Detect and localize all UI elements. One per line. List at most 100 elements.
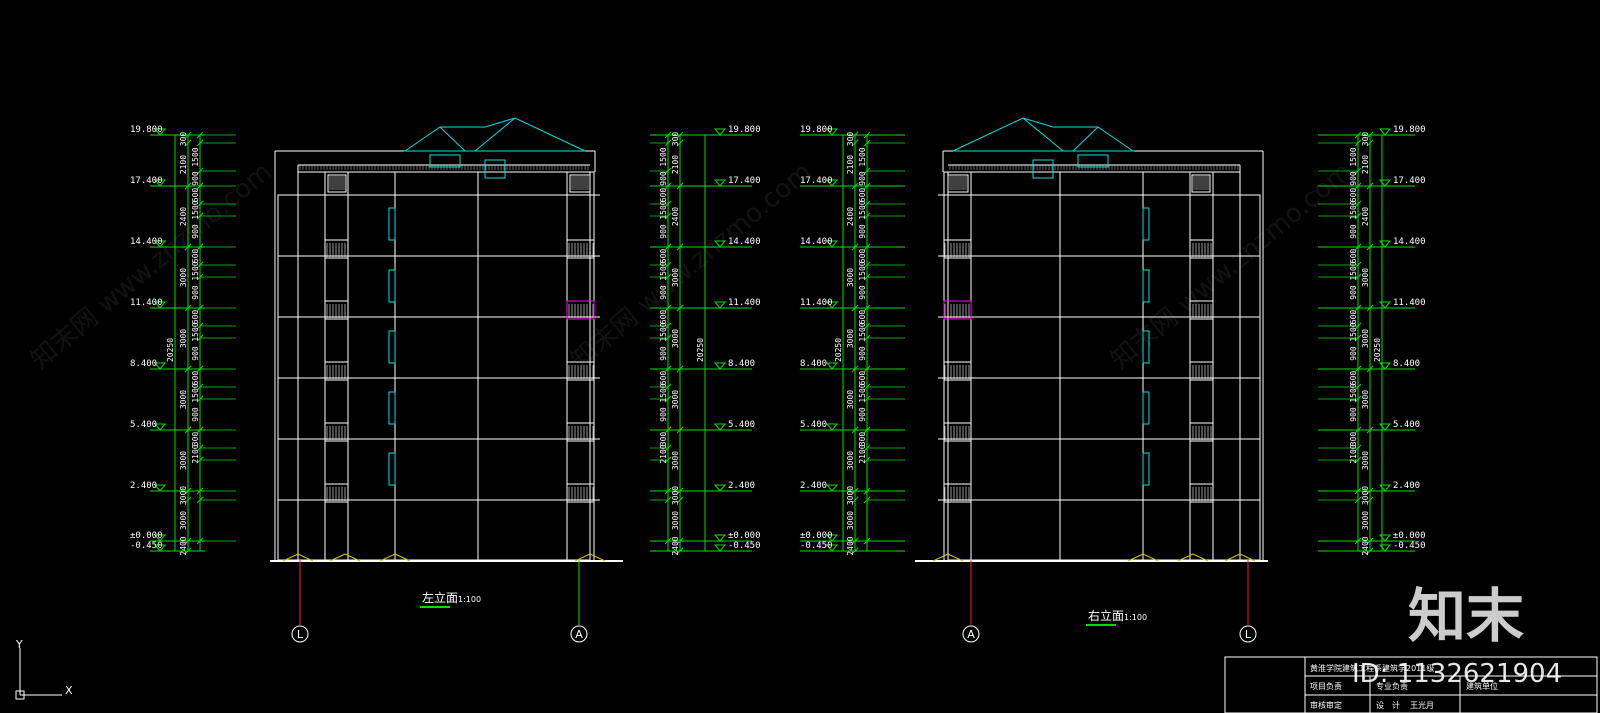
- dimension-text: 900: [191, 346, 200, 361]
- balcony: [324, 300, 349, 320]
- level-symbol: [713, 240, 727, 248]
- dimension-text: 300: [671, 132, 680, 147]
- dimension-text: 900: [1349, 285, 1358, 300]
- elevation-label: 5.400: [800, 420, 827, 430]
- dimension-text: 600: [659, 310, 668, 325]
- watermark-text: 知末网 www.znzmo.com: [565, 157, 817, 376]
- level-symbol: [153, 128, 167, 136]
- level-symbol: [1378, 301, 1392, 309]
- balcony: [566, 239, 595, 259]
- dimension-text: 3000: [1361, 390, 1370, 409]
- dimension-text: 1500: [191, 147, 200, 166]
- balcony: [1189, 361, 1214, 381]
- elevation-dimension-block: 19.80017.40014.40011.4008.4005.4002.400±…: [800, 125, 905, 556]
- dimension-text: 600: [1349, 371, 1358, 386]
- level-symbol: [713, 301, 727, 309]
- dimension-text: 3000: [179, 451, 188, 470]
- dimension-text: 900: [858, 171, 867, 186]
- balcony: [324, 239, 349, 259]
- footing-hatch: [379, 553, 396, 562]
- dimension-text: 3000: [179, 486, 188, 505]
- level-symbol: [153, 534, 167, 542]
- dimension-text: 900: [1349, 171, 1358, 186]
- dimension-text: 300: [1361, 132, 1370, 147]
- dimension-text: 1500: [1349, 261, 1358, 280]
- balcony: [566, 483, 595, 503]
- view-scale-text: 1:100: [458, 595, 481, 604]
- elevation-label: 11.400: [800, 298, 833, 308]
- window: [388, 330, 396, 364]
- dimension-text: 600: [659, 249, 668, 264]
- footing-hatch: [329, 553, 346, 562]
- dormer-window: [484, 159, 506, 179]
- footing-hatch: [574, 553, 591, 562]
- axis-marker: L: [291, 560, 309, 643]
- level-symbol: [1378, 179, 1392, 187]
- dimension-text: 3000: [1361, 451, 1370, 470]
- dimension-text: 300: [858, 432, 867, 447]
- elevation-label: 11.400: [130, 298, 163, 308]
- dimension-text: 2400: [671, 536, 680, 555]
- elevation-label: 14.400: [130, 237, 163, 247]
- level-symbol: [153, 423, 167, 431]
- window: [388, 207, 396, 241]
- footing-hatch: [1192, 553, 1209, 562]
- window: [1142, 391, 1150, 425]
- dimension-text: 1500: [858, 261, 867, 280]
- footing-hatch: [947, 553, 964, 562]
- balcony: [943, 300, 972, 320]
- elevation-label: -0.450: [728, 541, 761, 551]
- dimension-text: 300: [191, 432, 200, 447]
- building-elevation: [270, 117, 623, 562]
- elevation-dimension-block: 19.80017.40014.40011.4008.4005.4002.400±…: [1318, 125, 1426, 556]
- dimension-text: 600: [1349, 249, 1358, 264]
- dimension-text: 900: [659, 224, 668, 239]
- view-title-right: 右立面 1:100: [1086, 608, 1147, 626]
- elevation-label: 17.400: [130, 176, 163, 186]
- level-symbol: [153, 240, 167, 248]
- level-symbol: [1378, 484, 1392, 492]
- dimension-text: 900: [858, 407, 867, 422]
- dimension-text: 1500: [659, 261, 668, 280]
- level-symbol: [825, 423, 839, 431]
- level-symbol: [825, 362, 839, 370]
- total-height-text: 20250: [166, 338, 175, 362]
- dimension-text: 300: [659, 432, 668, 447]
- dimension-text: 1500: [659, 200, 668, 219]
- logo-watermark: 知末: [1408, 582, 1524, 650]
- elevation-label: 8.400: [130, 359, 157, 369]
- axis-marker: A: [570, 560, 588, 643]
- elevation-label: -0.450: [130, 541, 163, 551]
- dimension-text: 600: [191, 310, 200, 325]
- dimension-text: 3000: [671, 329, 680, 348]
- dimension-text: 2100: [846, 155, 855, 174]
- dimension-text: 1500: [191, 261, 200, 280]
- elevation-dimension-block: 19.80017.40014.40011.4008.4005.4002.400±…: [650, 125, 761, 556]
- footing-hatch: [282, 553, 299, 562]
- balcony: [324, 361, 349, 381]
- svg-text:建筑单位: 建筑单位: [1466, 681, 1498, 691]
- elevation-label: ±0.000: [728, 531, 761, 541]
- level-symbol: [825, 301, 839, 309]
- dimension-text: 3000: [846, 451, 855, 470]
- level-symbol: [153, 484, 167, 492]
- dimension-text: 300: [179, 132, 188, 147]
- svg-text:设: 设: [1376, 700, 1384, 710]
- elevation-label: 19.800: [800, 125, 833, 135]
- window: [388, 452, 396, 486]
- elevation-label: 11.400: [1393, 298, 1426, 308]
- dimension-text: 2100: [858, 444, 867, 463]
- dimension-text: 2100: [191, 444, 200, 463]
- total-height-text: 20250: [1373, 338, 1382, 362]
- roof: [952, 117, 1135, 152]
- dimension-text: 900: [659, 171, 668, 186]
- dimension-text: 3000: [671, 268, 680, 287]
- view-scale-text: 1:100: [1124, 613, 1147, 622]
- dimension-text: 1500: [191, 383, 200, 402]
- dimension-text: 900: [191, 407, 200, 422]
- elevation-label: 2.400: [800, 481, 827, 491]
- level-symbol: [153, 301, 167, 309]
- dimension-text: 2100: [671, 155, 680, 174]
- dimension-text: 300: [1349, 432, 1358, 447]
- level-symbol: [713, 128, 727, 136]
